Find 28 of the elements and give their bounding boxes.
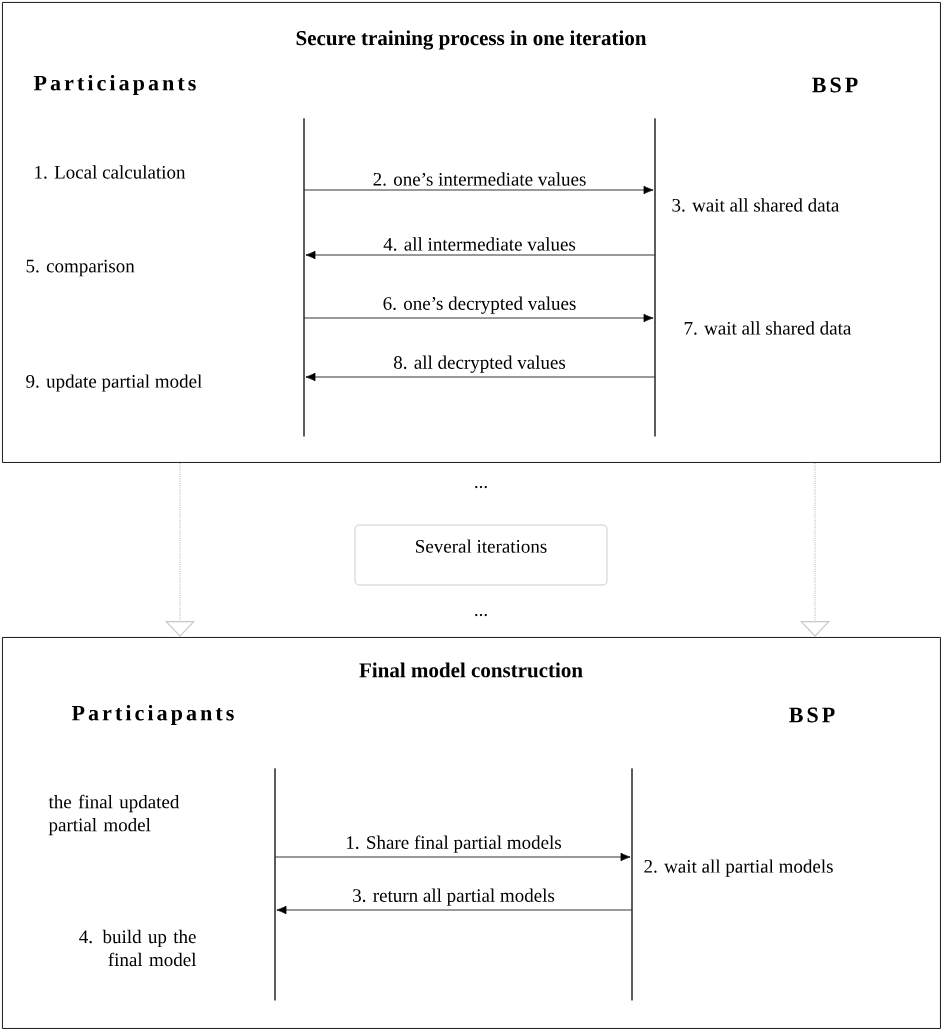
lifeline — [631, 768, 633, 1001]
step-text: the final updated partial model — [48, 794, 180, 836]
rounded-box: Several iterations — [354, 524, 608, 586]
edge-label: 6. one’s decrypted values — [381, 295, 578, 315]
lane-heading: Particiapants — [33, 75, 196, 95]
edge-label: 4. all intermediate values — [382, 236, 577, 252]
arrow — [304, 185, 654, 195]
edge-label: 3. return all partial models — [351, 887, 556, 907]
lane-heading: BSP — [812, 77, 858, 93]
edge-label: 2. one’s intermediate values — [371, 171, 588, 187]
step-text: 5. comparison — [26, 259, 135, 277]
arrow — [304, 313, 654, 323]
step-text: 7. wait all shared data — [684, 321, 852, 335]
lifeline — [654, 118, 656, 437]
ellipsis: ... — [475, 485, 487, 489]
lane-heading: BSP — [789, 707, 835, 723]
step-text: 9. update partial model — [26, 374, 202, 392]
step-text: 1. Local calculation — [35, 165, 186, 179]
lifeline — [274, 768, 276, 1001]
edge-label: 1. Share final partial models — [344, 834, 563, 854]
lifeline — [303, 118, 305, 437]
arrow — [275, 852, 631, 862]
ellipsis: ... — [475, 613, 487, 617]
arrow — [305, 250, 655, 260]
step-text: 4. build up the final model — [79, 929, 197, 967]
edge-label: 8. all decrypted values — [392, 354, 567, 374]
arrow — [276, 905, 632, 915]
arrow — [305, 372, 655, 382]
